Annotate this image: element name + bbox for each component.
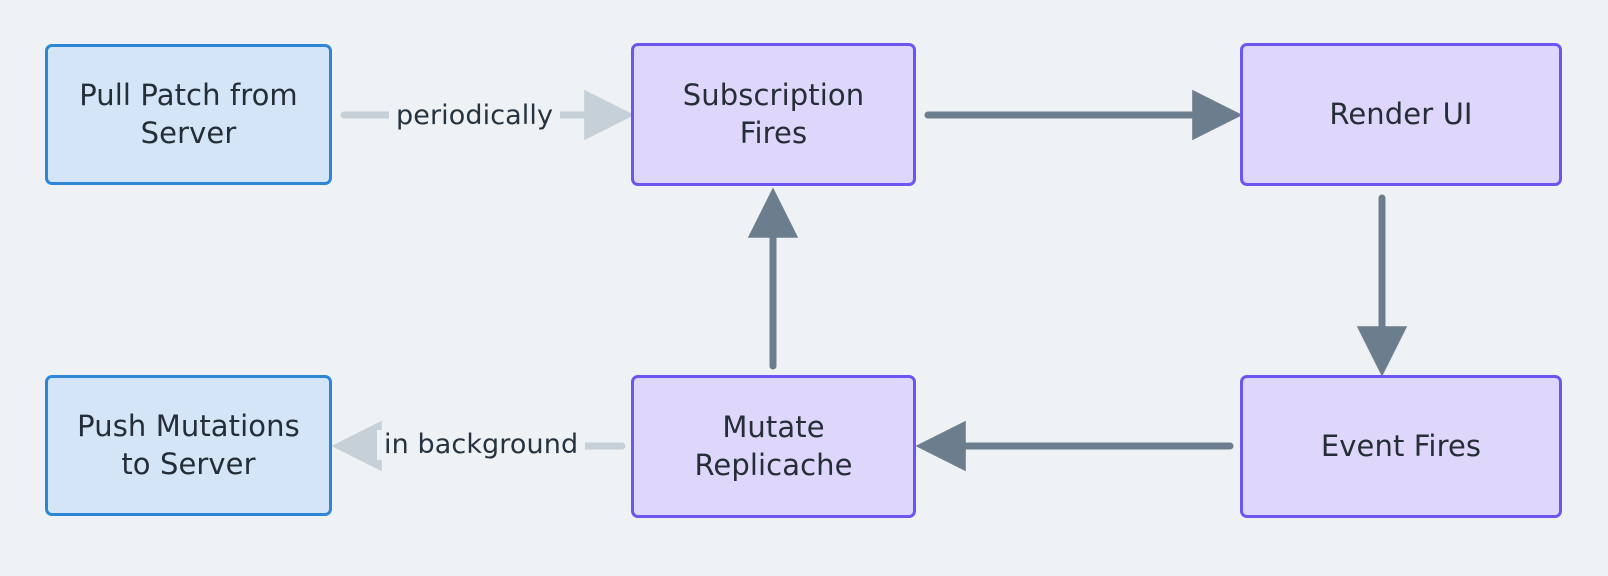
- edge-label-in-background: in background: [377, 430, 586, 460]
- node-subscription-fires[interactable]: Subscription Fires: [631, 43, 916, 186]
- node-label: Pull Patch from Server: [79, 78, 298, 150]
- edge-label-periodically: periodically: [389, 101, 561, 131]
- node-mutate-replicache[interactable]: Mutate Replicache: [631, 375, 916, 518]
- node-render-ui[interactable]: Render UI: [1240, 43, 1562, 186]
- node-label: Render UI: [1329, 96, 1473, 131]
- node-label: Push Mutations to Server: [77, 409, 300, 481]
- node-label: Subscription Fires: [682, 78, 865, 150]
- node-push-mutations-to-server[interactable]: Push Mutations to Server: [45, 375, 332, 516]
- node-pull-patch-from-server[interactable]: Pull Patch from Server: [45, 44, 332, 185]
- node-label: Mutate Replicache: [694, 410, 853, 482]
- node-label: Event Fires: [1320, 428, 1482, 463]
- node-event-fires[interactable]: Event Fires: [1240, 375, 1562, 518]
